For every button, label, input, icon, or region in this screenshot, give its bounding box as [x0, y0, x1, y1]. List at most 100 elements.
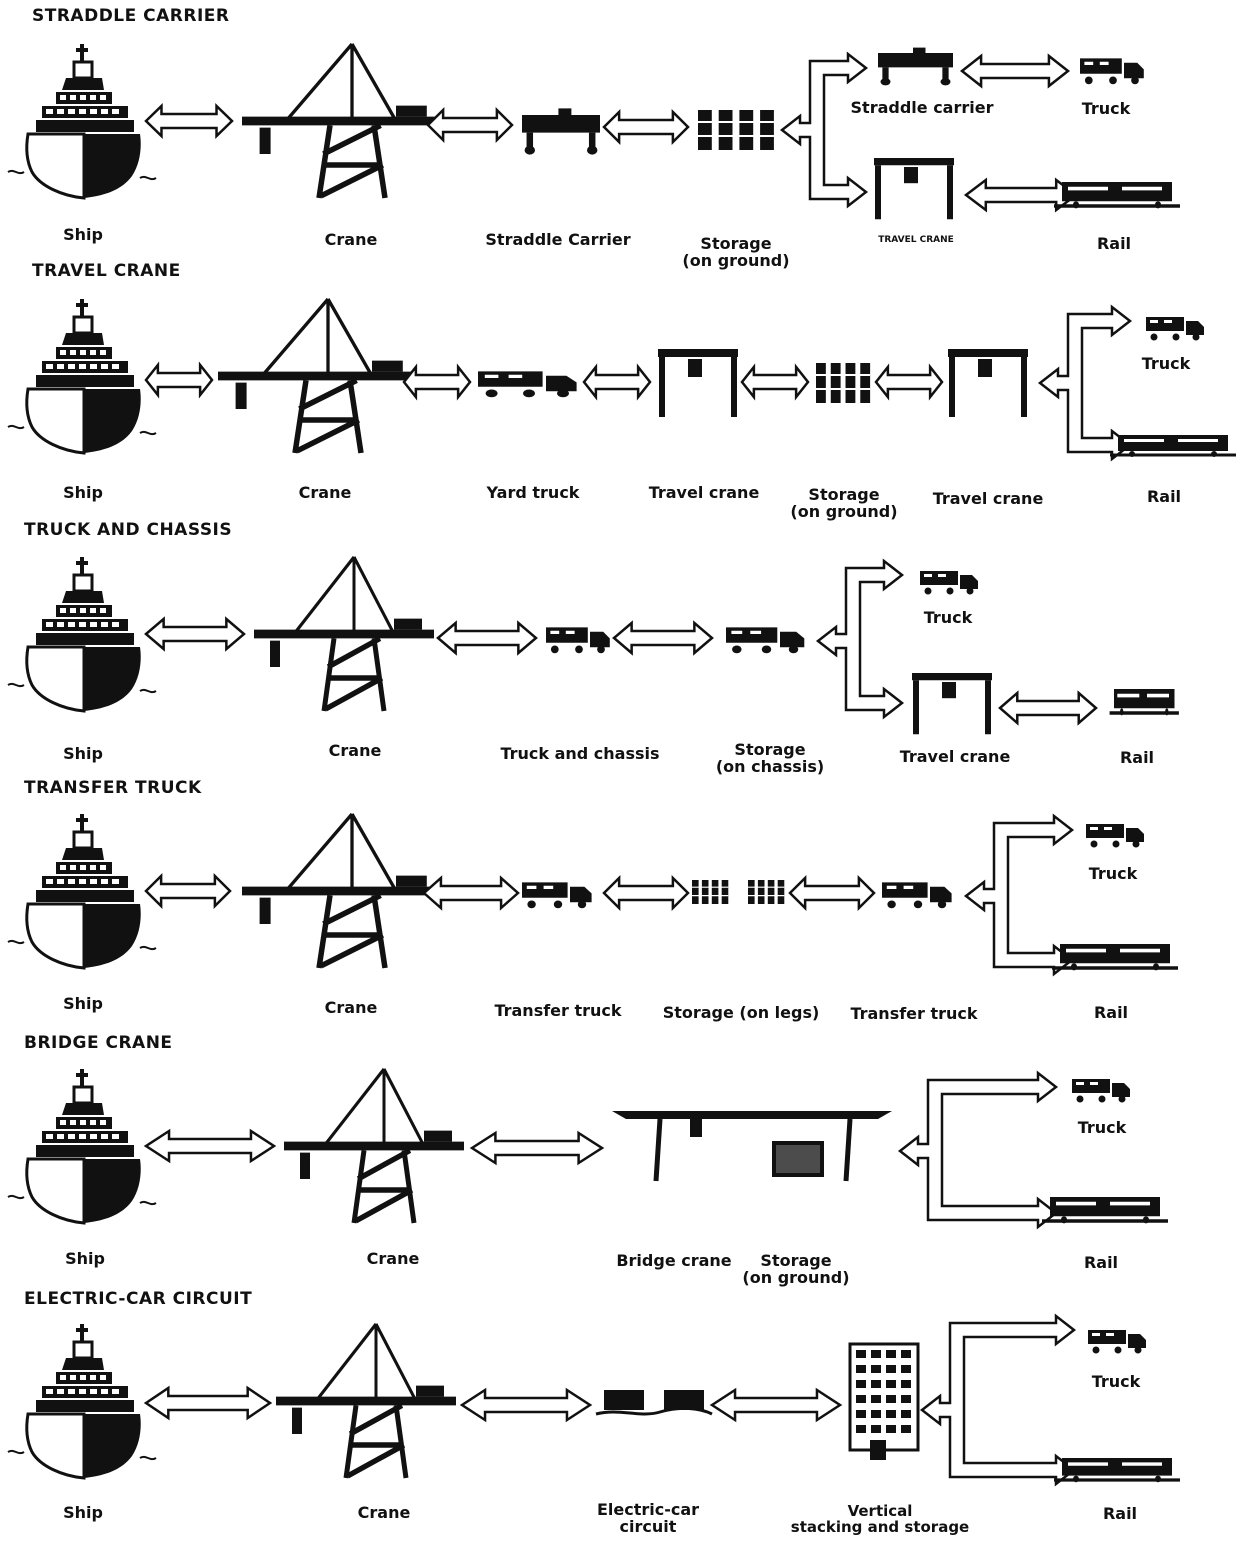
label-ship: Ship	[63, 1505, 103, 1522]
truck-icon	[920, 571, 978, 595]
double-arrow-icon	[428, 110, 512, 140]
label-vertical-line2: stacking and storage	[791, 1520, 969, 1536]
double-arrow-icon	[146, 1388, 270, 1418]
double-arrow-icon	[146, 876, 230, 906]
label-storage-line2: (on ground)	[682, 253, 789, 270]
section-title-transfer-truck: TRANSFER TRUCK	[24, 780, 202, 798]
transfer-truck-icon	[522, 882, 592, 908]
rail-car-icon	[1110, 689, 1179, 715]
label-branch-travel-crane: TRAVEL CRANE	[878, 236, 954, 245]
double-arrow-icon	[404, 367, 470, 397]
ship-icon	[8, 44, 156, 198]
label-storage: Storage(on ground)	[790, 487, 897, 521]
label-electric-car-line2: circuit	[597, 1519, 699, 1536]
label-travel-crane-2: Travel crane	[933, 491, 1044, 508]
travel-crane-icon	[912, 673, 992, 734]
double-arrow-icon	[1000, 693, 1096, 723]
straddle-carrier-icon	[522, 108, 600, 154]
section-title-travel-crane: TRAVEL CRANE	[32, 263, 181, 281]
label-rail: Rail	[1103, 1506, 1137, 1523]
label-ship: Ship	[63, 996, 103, 1013]
label-rail: Rail	[1120, 750, 1154, 767]
double-arrow-icon	[146, 619, 244, 649]
yard-truck-icon	[478, 371, 577, 397]
double-arrow-icon	[876, 367, 942, 397]
double-arrow-icon	[604, 112, 688, 142]
truck-icon	[1088, 1330, 1146, 1354]
label-storage: Storage(on ground)	[742, 1253, 849, 1287]
rail-car-icon	[1052, 944, 1178, 970]
label-storage: Storage(on ground)	[682, 236, 789, 270]
branch-arrow-icon	[966, 816, 1072, 974]
crane-icon	[284, 1069, 464, 1223]
container-storage-icon	[816, 363, 870, 403]
truck-icon	[1086, 824, 1144, 848]
label-truck: Truck	[1089, 866, 1138, 883]
label-crane: Crane	[299, 485, 352, 502]
double-arrow-icon	[472, 1133, 602, 1163]
label-storage: Storage(on chassis)	[716, 742, 824, 776]
label-rail: Rail	[1097, 236, 1131, 253]
double-arrow-icon	[462, 1390, 590, 1420]
ship-icon	[8, 814, 156, 968]
rail-car-icon	[1110, 435, 1236, 457]
branch-arrow-icon	[1040, 307, 1130, 459]
label-ship: Ship	[63, 227, 103, 244]
label-ship: Ship	[65, 1251, 105, 1268]
container-storage-icon	[698, 110, 774, 150]
ship-icon	[8, 1069, 156, 1223]
label-crane: Crane	[358, 1505, 411, 1522]
label-storage-line2: (on ground)	[742, 1270, 849, 1287]
ship-icon	[8, 299, 156, 453]
travel-crane-icon	[948, 349, 1028, 417]
label-storage-line2: (on ground)	[790, 504, 897, 521]
truck-on-chassis-storage-icon	[726, 627, 804, 653]
label-travel-crane: Travel crane	[649, 485, 760, 502]
label-truck: Truck	[1082, 101, 1131, 118]
label-straddle-carrier: Straddle Carrier	[485, 232, 630, 249]
storage-on-legs-icon	[692, 880, 728, 904]
label-rail: Rail	[1094, 1005, 1128, 1022]
truck-icon	[1080, 58, 1144, 84]
truck-icon	[1146, 317, 1204, 341]
label-rail: Rail	[1084, 1255, 1118, 1272]
rail-car-icon	[1042, 1197, 1168, 1223]
label-truck: Truck	[1078, 1120, 1127, 1137]
crane-icon	[242, 44, 440, 198]
label-storage-on-legs: Storage (on legs)	[663, 1005, 820, 1022]
label-crane: Crane	[325, 232, 378, 249]
label-yard-truck: Yard truck	[487, 485, 580, 502]
rail-car-icon	[1054, 182, 1180, 208]
crane-icon	[254, 557, 434, 711]
double-arrow-icon	[146, 365, 212, 395]
section-title-truck-and-chassis: TRUCK AND CHASSIS	[24, 522, 232, 540]
label-truck: Truck	[1142, 356, 1191, 373]
truck-chassis-icon	[546, 627, 610, 653]
double-arrow-icon	[424, 878, 518, 908]
label-branch-straddle-carrier: Straddle carrier	[851, 100, 994, 117]
label-transfer-truck-2: Transfer truck	[850, 1006, 977, 1023]
branch-arrow-icon	[818, 561, 902, 717]
ship-icon	[8, 1324, 156, 1478]
double-arrow-icon	[742, 367, 808, 397]
label-crane: Crane	[325, 1000, 378, 1017]
truck-icon	[1072, 1079, 1130, 1103]
vertical-stacking-icon	[850, 1344, 918, 1460]
double-arrow-icon	[146, 106, 232, 136]
double-arrow-icon	[962, 56, 1068, 86]
storage-on-legs-icon	[748, 880, 784, 904]
bridge-crane-icon	[612, 1111, 892, 1181]
crane-icon	[218, 299, 416, 453]
travel-crane-icon	[658, 349, 738, 417]
double-arrow-icon	[584, 367, 650, 397]
electric-car-circuit-icon	[596, 1390, 712, 1414]
label-ship: Ship	[63, 746, 103, 763]
label-rail: Rail	[1147, 489, 1181, 506]
double-arrow-icon	[146, 1131, 274, 1161]
straddle-carrier-icon	[878, 48, 953, 86]
label-travel-crane: Travel crane	[900, 749, 1011, 766]
ship-icon	[8, 557, 156, 711]
label-truck: Truck	[924, 610, 973, 627]
